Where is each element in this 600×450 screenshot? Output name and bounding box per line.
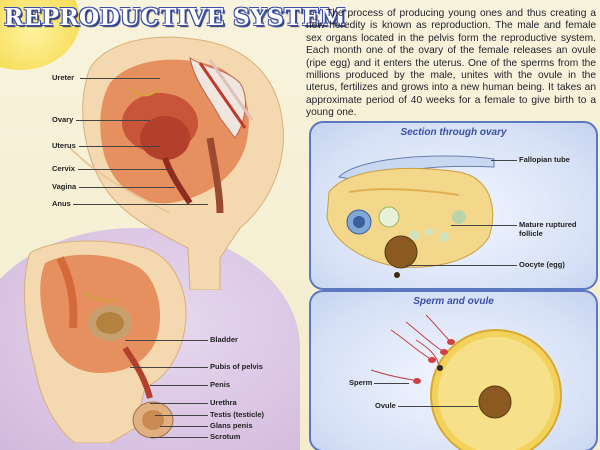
ovary-label-oocyte: Oocyte (egg) [519,260,565,269]
ovary-diagram [319,147,509,282]
ovary-section-card: Section through ovary Fallopian tube Mat… [309,121,598,290]
male-label-bladder: Bladder [210,335,238,344]
female-label-vagina: Vagina [52,182,76,191]
leader-line [79,187,175,188]
female-label-uterus: Uterus [52,141,76,150]
leader-line [76,120,150,121]
leader-line [491,160,517,161]
sperm-ovule-card: Sperm and ovule Sperm Ovule [309,290,598,450]
leader-line [80,78,160,79]
ovary-label-mature-follicle: Mature ruptured follicle [519,220,589,238]
leader-line [406,265,517,266]
leader-line [398,406,478,407]
female-label-cervix: Cervix [52,164,75,173]
ovary-label-fallopian-tube: Fallopian tube [519,155,570,164]
female-label-ureter: Ureter [52,73,74,82]
page-title: REPRODUCTIVE SYSTEM [4,4,346,31]
male-label-scrotum: Scrotum [210,432,240,441]
female-label-ovary: Ovary [52,115,73,124]
sperm-ovule-title: Sperm and ovule [311,296,596,307]
leader-line [73,204,208,205]
male-label-testis: Testis (testicle) [210,410,264,419]
sperm-label: Sperm [349,378,372,387]
leader-line [79,146,160,147]
ovule-label: Ovule [375,401,396,410]
leader-line [374,383,409,384]
leader-line [451,225,517,226]
leader-line [150,403,208,404]
leader-line [150,385,208,386]
leader-line [78,169,170,170]
leader-line [125,340,208,341]
female-label-anus: Anus [52,199,71,208]
leader-line [130,367,208,368]
male-label-penis: Penis [210,380,230,389]
male-label-glans: Glans penis [210,421,253,430]
leader-line [155,415,208,416]
ovary-section-title: Section through ovary [311,127,596,138]
leader-line [160,426,208,427]
leader-line [150,437,208,438]
male-label-urethra: Urethra [210,398,237,407]
male-label-pubis: Pubis of pelvis [210,362,263,371]
intro-paragraph: The process of producing young ones and … [306,8,596,120]
